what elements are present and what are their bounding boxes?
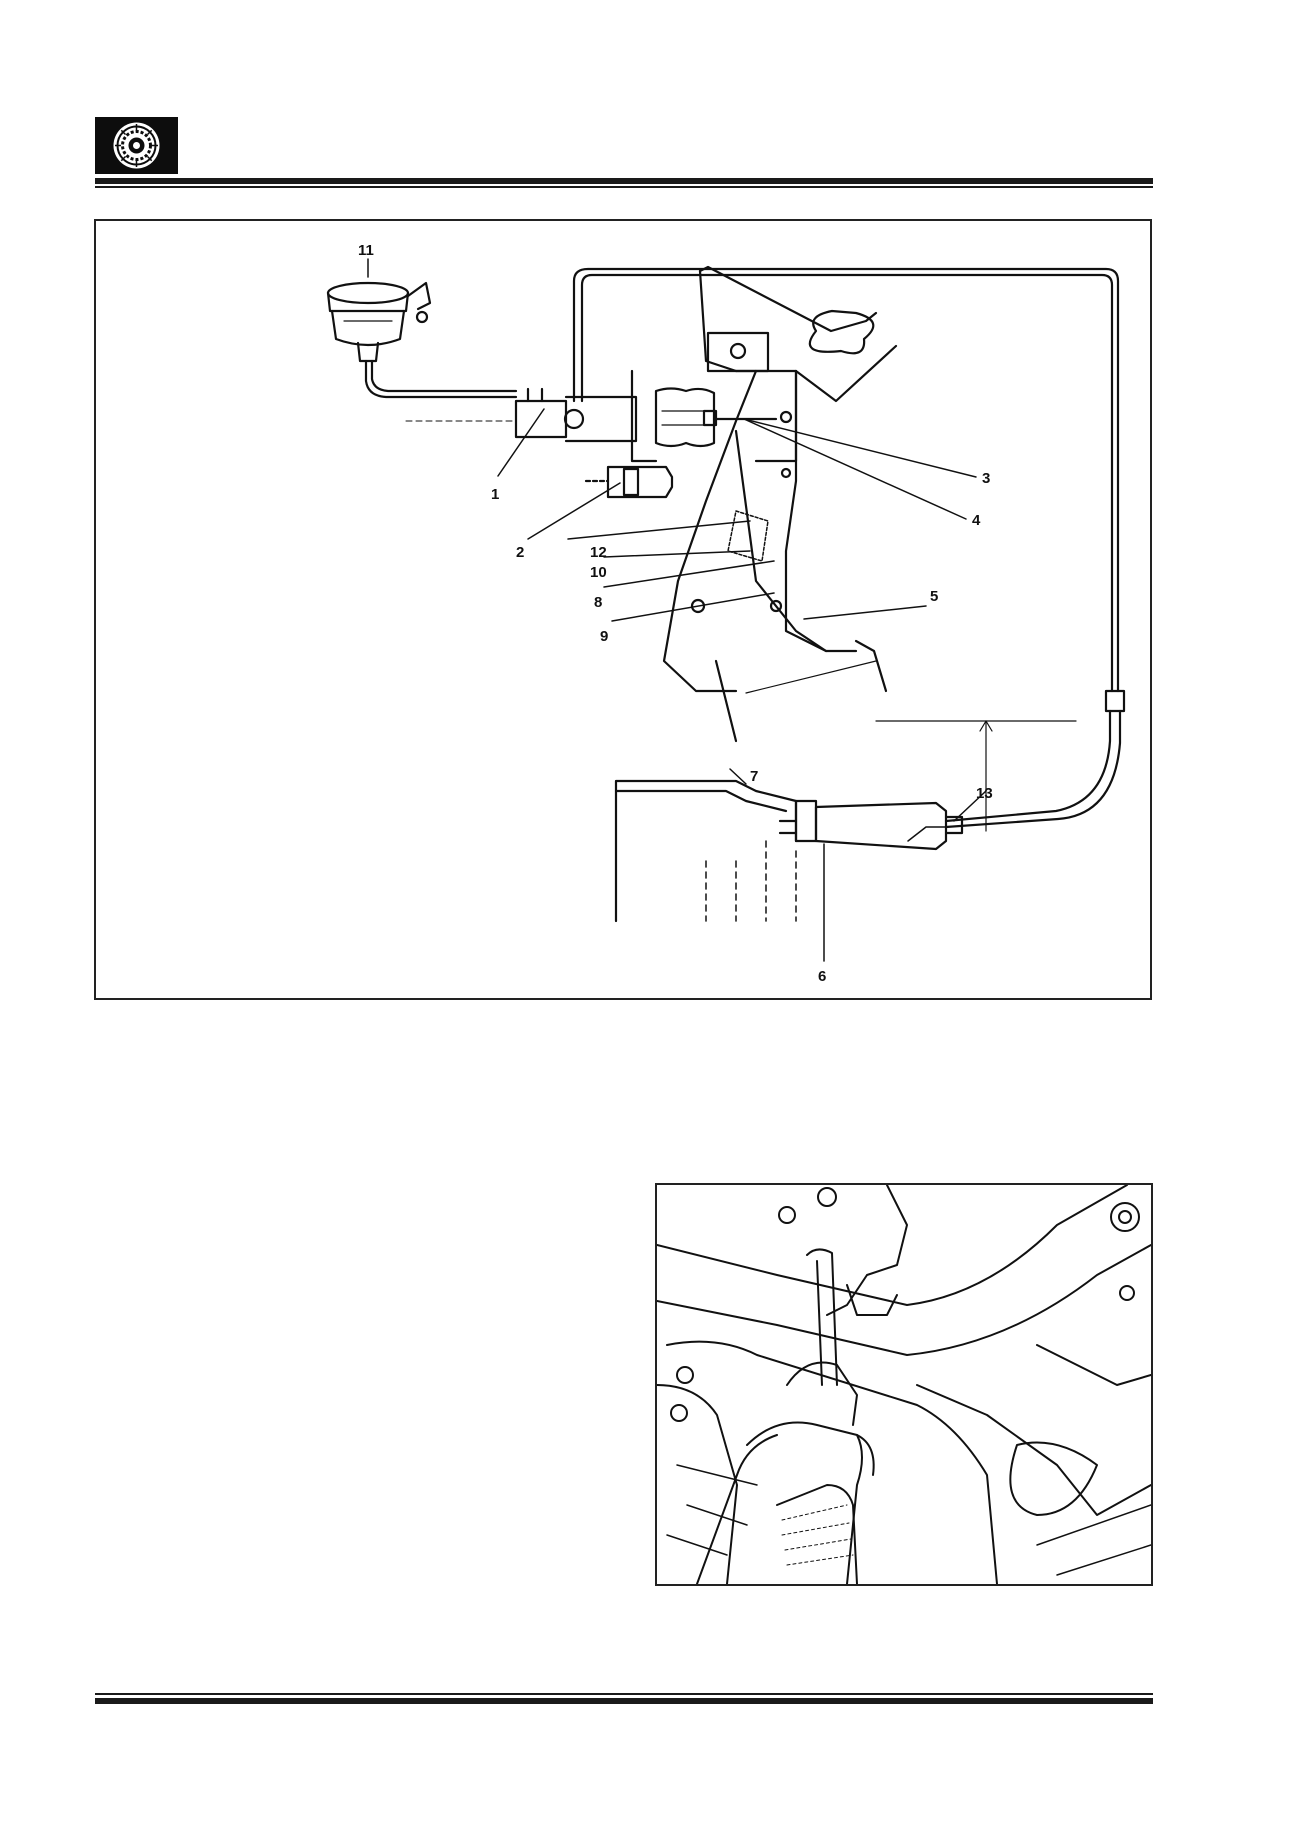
clutch-bleeding-illustration [655, 1183, 1153, 1586]
callout-11: 11 [358, 242, 374, 259]
hydraulic-pipe [572, 267, 1126, 829]
pedal-stop-adjuster [584, 465, 674, 499]
callout-9: 9 [600, 628, 608, 645]
fluid-reservoir [326, 281, 518, 399]
slave-cylinder [614, 779, 964, 923]
master-cylinder [405, 369, 778, 463]
callout-5: 5 [930, 588, 938, 605]
pedal-box-bracket [698, 265, 898, 479]
callout-1: 1 [491, 486, 499, 503]
callout-8: 8 [594, 594, 602, 611]
clutch-disc-icon [95, 117, 178, 174]
callout-2: 2 [516, 544, 524, 561]
callout-10: 10 [590, 564, 607, 581]
callout-13: 13 [976, 785, 993, 802]
header-rule-thick [95, 178, 1153, 184]
callout-7: 7 [750, 768, 758, 785]
callout-3: 3 [982, 470, 990, 487]
callout-12: 12 [590, 544, 607, 561]
clutch-pedal [662, 369, 1077, 832]
header-rule-thin [95, 186, 1153, 188]
footer-rule-thin [95, 1693, 1153, 1695]
footer-rule-thick [95, 1698, 1153, 1704]
clutch-hydraulic-diagram: 1 2 3 4 5 6 7 8 9 10 11 12 13 [94, 219, 1152, 1000]
callout-6: 6 [818, 968, 826, 985]
callout-4: 4 [972, 512, 981, 529]
